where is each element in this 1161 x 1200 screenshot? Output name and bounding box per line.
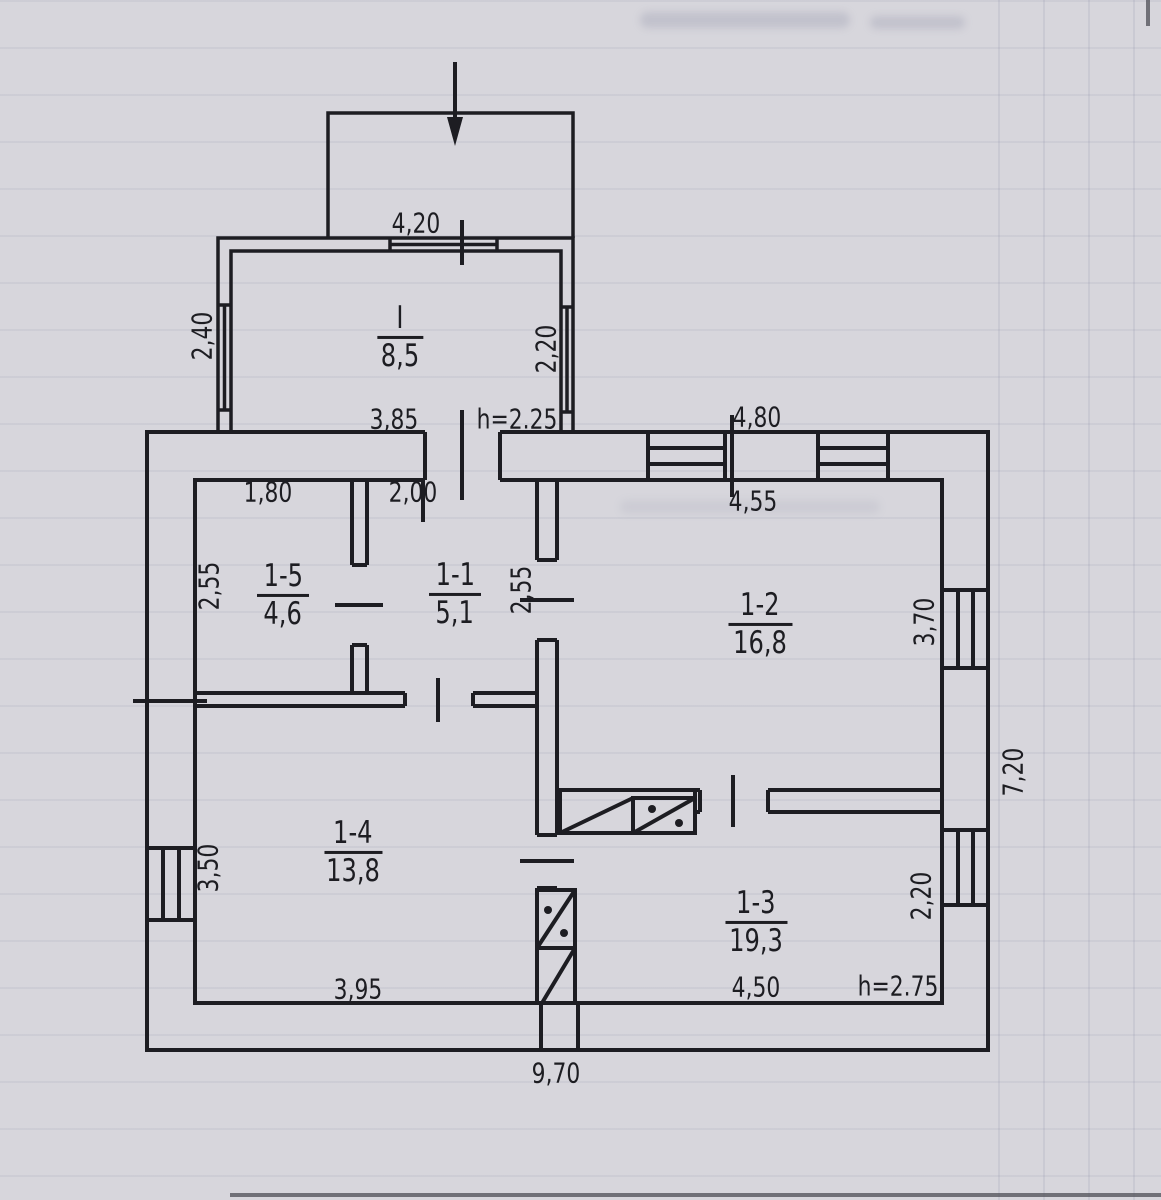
window-icon	[942, 588, 988, 670]
dim-label: 4,80	[732, 400, 782, 434]
dim-label: 2,20	[529, 324, 563, 374]
exterior-wall-inner	[193, 478, 944, 1005]
room-number: 1-4	[333, 814, 373, 851]
dim-label: 2,40	[185, 311, 219, 361]
room-number: 1-3	[736, 884, 776, 921]
room-number: 1-1	[435, 556, 475, 593]
room-label-1-4: 1-4 13,8	[318, 817, 387, 887]
scan-artifact	[1146, 0, 1150, 26]
room-label-1-1: 1-1 5,1	[429, 559, 481, 629]
room-area: 13,8	[326, 852, 380, 889]
dim-label: 3,85	[369, 402, 419, 436]
room-area: 5,1	[435, 594, 475, 631]
room-area: 16,8	[733, 624, 787, 661]
central-wall	[535, 480, 559, 890]
stove-icon	[535, 888, 577, 1005]
dim-label: 3,70	[907, 597, 941, 647]
scan-artifact	[870, 16, 965, 29]
dim-label: 4,50	[731, 970, 781, 1004]
dim-label: 4,20	[391, 206, 441, 240]
room-label-rule	[377, 335, 423, 339]
dim-label: 2,20	[904, 871, 938, 921]
scan-artifact	[230, 1193, 1161, 1197]
dim-label: 9,70	[531, 1056, 581, 1090]
scan-artifact	[1088, 0, 1090, 1200]
room-area: 19,3	[729, 922, 783, 959]
room-label-rule	[257, 593, 309, 597]
dim-label: 4,55	[728, 484, 778, 518]
room-label-rule	[324, 850, 382, 854]
scan-artifact	[620, 500, 880, 514]
wall-above-1-4	[195, 691, 537, 708]
room-label-rule	[728, 622, 792, 626]
room-label-rule	[429, 592, 481, 596]
scan-artifact	[1133, 0, 1135, 1200]
entrance-arrow-icon	[447, 62, 463, 146]
window-icon	[646, 432, 727, 480]
window-icon	[816, 432, 890, 480]
window-icon	[218, 303, 231, 412]
room-label-annex: I 8,5	[375, 302, 424, 372]
dim-label: 2,55	[504, 565, 538, 615]
room-number: I	[396, 299, 404, 336]
chimney-slot	[539, 1003, 580, 1050]
window-icon	[561, 305, 573, 414]
window-icon	[388, 238, 499, 251]
dim-label: 2,55	[192, 561, 226, 611]
room-label-1-5: 1-5 4,6	[257, 560, 309, 630]
door-annex-to-1-1	[421, 410, 502, 522]
scan-artifact	[998, 0, 1000, 1200]
ceiling-height-label: h=2.25	[476, 402, 558, 436]
exterior-wall-outer	[145, 430, 990, 1052]
annex-walls	[216, 236, 575, 432]
room-number: 1-5	[263, 557, 303, 594]
scan-artifact	[640, 12, 850, 28]
room-label-rule	[725, 920, 787, 924]
room-area: 4,6	[263, 595, 303, 632]
dim-label: 3,50	[191, 843, 225, 893]
dim-label: 1,80	[243, 475, 293, 509]
dim-label: 7,20	[996, 747, 1030, 797]
stove-icon	[558, 788, 697, 835]
window-icon	[942, 828, 988, 907]
wall-1-5-1-1	[350, 480, 369, 695]
dim-label: 3,95	[333, 972, 383, 1006]
room-number: 1-2	[740, 586, 780, 623]
room-area: 8,5	[380, 337, 420, 374]
porch-outline	[326, 111, 575, 238]
room-label-1-3: 1-3 19,3	[721, 887, 790, 957]
scan-artifact	[1043, 0, 1045, 1200]
window-icon	[147, 846, 195, 922]
ceiling-height-label: h=2.75	[857, 969, 939, 1003]
dim-label: 2,00	[388, 475, 438, 509]
room-label-1-2: 1-2 16,8	[725, 589, 794, 659]
